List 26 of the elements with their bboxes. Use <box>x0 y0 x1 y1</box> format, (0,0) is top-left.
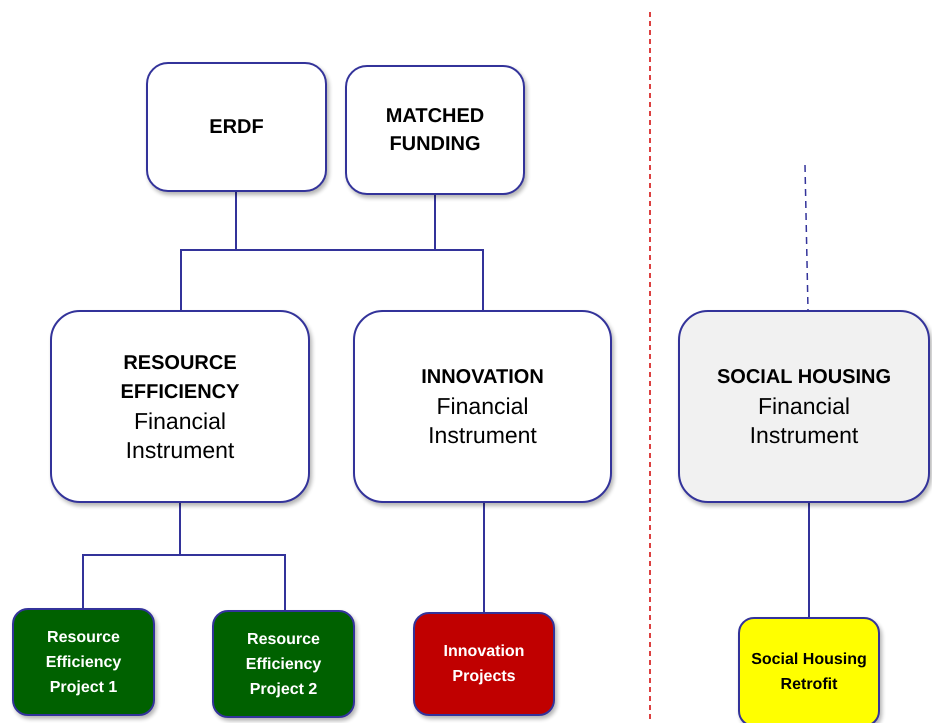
connector-line <box>434 195 484 310</box>
connector-line <box>179 503 286 610</box>
instrument-type: Financial Instrument <box>427 392 538 450</box>
funding-box <box>146 62 327 192</box>
funding-label: ERDF <box>209 115 264 140</box>
project-box <box>12 608 155 716</box>
instrument-box <box>50 310 310 503</box>
project-label: Resource Efficiency Project 1 <box>44 628 122 698</box>
project-label: Resource Efficiency Project 2 <box>244 630 322 700</box>
instrument-type: Financial Instrument <box>124 406 236 464</box>
project-box <box>212 610 355 718</box>
project-box <box>738 617 880 723</box>
instrument-name: SOCIAL HOUSING <box>716 365 892 390</box>
instrument-box <box>353 310 612 503</box>
instrument-box <box>678 310 930 503</box>
connector-line <box>483 503 485 612</box>
project-label: Innovation Projects <box>442 642 526 687</box>
project-box <box>413 612 555 716</box>
instrument-name: INNOVATION <box>420 365 545 390</box>
instrument-type: Financial Instrument <box>748 392 860 450</box>
connector-line <box>804 164 809 310</box>
project-label: Social Housing Retrofit <box>750 650 868 695</box>
funding-label: MATCHED FUNDING <box>384 104 486 157</box>
instrument-name: RESOURCE EFFICIENCY <box>120 350 240 404</box>
funding-box <box>345 65 525 195</box>
connector-line <box>808 503 810 617</box>
